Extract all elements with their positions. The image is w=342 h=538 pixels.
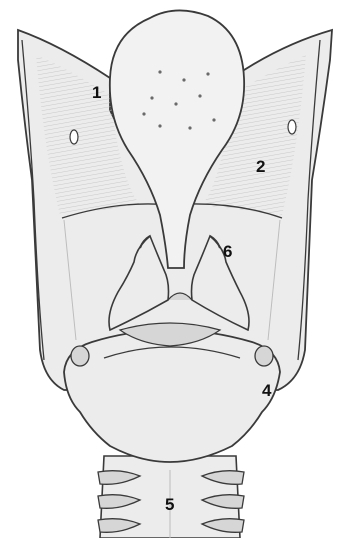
label-1: 1 [92,83,101,102]
label-5: 5 [165,495,174,514]
cricoid-cartilage [64,323,280,462]
label-4: 4 [262,381,272,400]
label-2: 2 [256,157,265,176]
label-6: 6 [223,242,232,261]
